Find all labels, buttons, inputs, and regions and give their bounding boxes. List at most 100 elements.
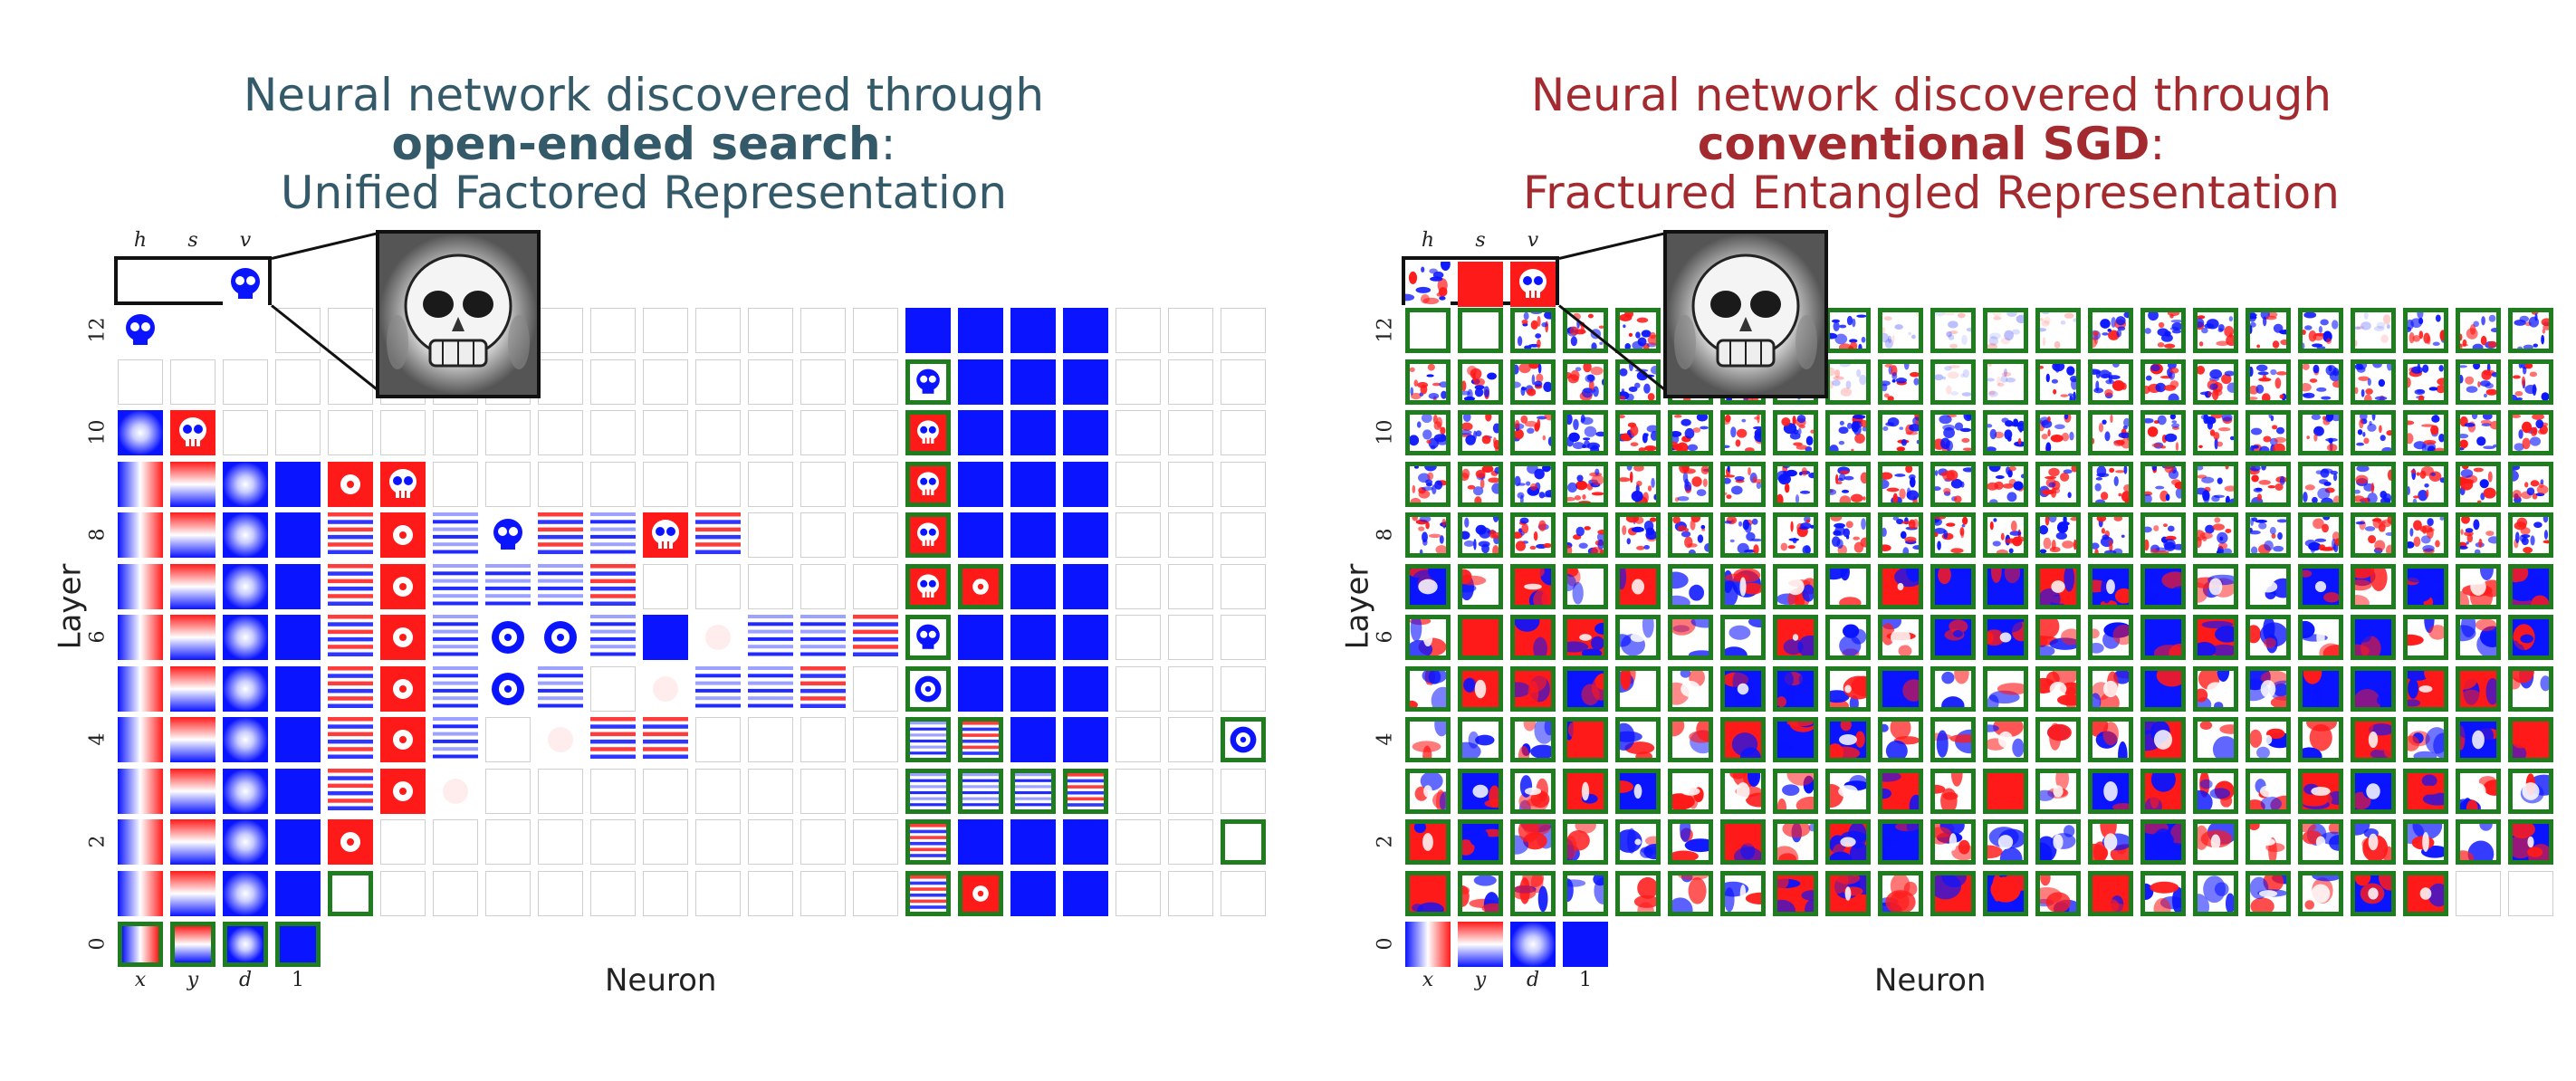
left-hidden-neuron [905,359,951,405]
left-hidden-neuron [328,615,373,660]
left-hidden-neuron [433,665,478,712]
left-hidden-neuron [643,410,688,455]
left-hidden-neuron [748,512,793,558]
left-hidden-neuron [1168,410,1213,455]
right-hidden-neuron [2508,461,2553,507]
left-hidden-neuron [1010,615,1056,660]
right-hidden-neuron [1720,768,1766,814]
right-hidden-neuron [1563,512,1608,558]
right-title-line2: conventional SGD: [1288,120,2575,168]
left-input-neuron [275,922,321,967]
left-hidden-neuron [1116,563,1161,609]
left-hidden-neuron [485,615,531,660]
right-hidden-neuron [2193,717,2238,762]
right-hidden-neuron [1458,410,1503,455]
right-hidden-neuron [2508,512,2553,558]
right-hidden-neuron [1825,308,1871,353]
left-hidden-neuron [1010,410,1056,455]
right-hidden-neuron [2508,615,2553,660]
right-hidden-neuron [1615,870,1661,916]
left-hidden-neuron [800,768,846,814]
right-hidden-neuron [1720,563,1766,609]
right-hidden-neuron [1458,717,1503,762]
left-hidden-neuron [275,563,321,609]
right-hidden-neuron [2246,359,2291,405]
left-hidden-neuron [590,563,636,609]
right-hidden-neuron [1615,410,1661,455]
right-hidden-neuron [1510,410,1556,455]
left-hidden-neuron [695,308,741,353]
right-hidden-neuron [2140,717,2186,762]
right-hidden-neuron [1825,717,1871,762]
left-hidden-neuron [1116,819,1161,865]
right-hidden-neuron [1720,615,1766,660]
right-hidden-neuron [1458,665,1503,712]
left-hidden-neuron [695,461,741,507]
right-hidden-neuron [2246,563,2291,609]
left-hidden-neuron [118,563,163,609]
left-hidden-neuron [538,512,583,558]
left-hidden-neuron [643,512,688,558]
right-hidden-neuron [1878,768,1923,814]
left-hidden-neuron [223,615,268,660]
right-input-neuron [1405,922,1451,967]
left-hidden-neuron [275,768,321,814]
left-hidden-neuron [853,665,898,712]
right-hidden-neuron [1930,512,1976,558]
right-hidden-neuron [1930,870,1976,916]
right-hidden-neuron [2298,768,2343,814]
left-hidden-neuron [590,768,636,814]
left-panel: Neural network discovered through open-e… [52,71,1266,999]
right-hidden-neuron [1878,665,1923,712]
left-hidden-neuron [223,819,268,865]
left-layer-tick: 2 [86,835,110,848]
left-hidden-neuron [118,819,163,865]
left-hidden-neuron [958,563,1003,609]
right-hidden-neuron [1983,768,2028,814]
right-hidden-neuron [1405,563,1451,609]
right-output-label: s [1475,229,1486,252]
right-neuron-axis-label: Neuron [1874,962,1987,999]
left-hidden-neuron [800,615,846,660]
right-output-neuron-s [1458,262,1503,307]
right-hidden-neuron [1405,665,1451,712]
left-hidden-neuron [275,359,321,405]
left-hidden-neuron [590,410,636,455]
right-hidden-neuron [2035,615,2081,660]
left-hidden-neuron [695,615,741,660]
left-hidden-neuron [1010,819,1056,865]
left-hidden-neuron [170,563,215,609]
left-hidden-neuron [1221,768,1266,814]
right-layer-axis-label: Layer [1339,563,1376,650]
right-hidden-neuron [1983,615,2028,660]
right-hidden-neuron [2403,563,2448,609]
left-hidden-neuron [223,563,268,609]
right-hidden-neuron [1983,819,2028,865]
left-input-label: 1 [292,969,304,991]
right-hidden-neuron [1563,768,1608,814]
right-hidden-neuron [2246,410,2291,455]
left-hidden-neuron [643,308,688,353]
left-hidden-neuron [275,819,321,865]
right-hidden-neuron [2140,512,2186,558]
left-hidden-neuron [380,819,426,865]
left-hidden-neuron [1063,512,1108,558]
left-hidden-neuron [1063,461,1108,507]
left-hidden-neuron [223,665,268,712]
right-hidden-neuron [1825,461,1871,507]
left-hidden-neuron [748,359,793,405]
left-layer-tick: 12 [86,317,110,343]
left-hidden-neuron [538,563,583,609]
right-hidden-neuron [2246,665,2291,712]
right-hidden-neuron [2140,819,2186,865]
left-hidden-neuron [800,308,846,353]
left-hidden-neuron [485,410,531,455]
left-hidden-neuron [328,512,373,558]
right-hidden-neuron [1510,359,1556,405]
left-hidden-neuron [695,512,741,558]
right-hidden-neuron [1458,768,1503,814]
right-hidden-neuron [2140,359,2186,405]
right-hidden-neuron [2088,461,2133,507]
left-hidden-neuron [853,870,898,916]
right-hidden-neuron [1720,512,1766,558]
